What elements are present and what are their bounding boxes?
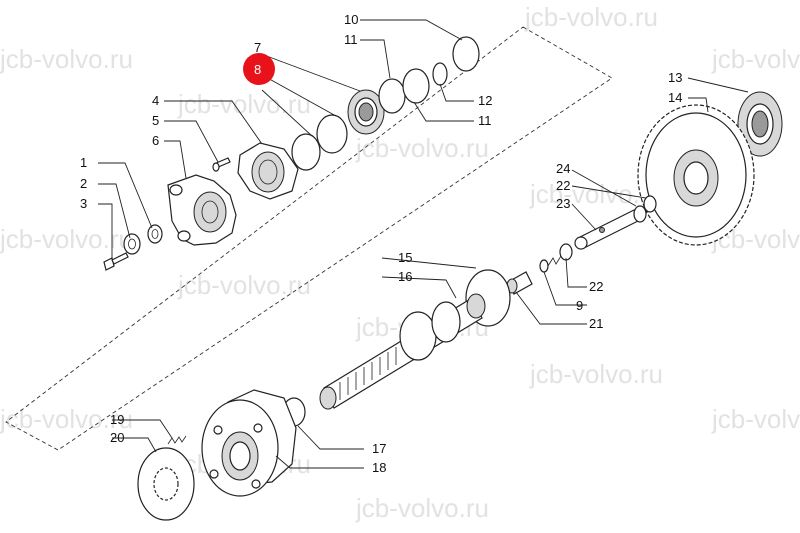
- watermark-text: jcb-volvo.ru: [355, 133, 489, 163]
- callout-14: 14: [668, 90, 682, 105]
- callout-19: 19: [110, 412, 124, 427]
- washer-part: [147, 224, 163, 244]
- seal-ring-part: [316, 114, 348, 154]
- callout-7: 7: [254, 40, 261, 55]
- highlight-marker: [243, 53, 275, 85]
- callout-21: 21: [589, 316, 603, 331]
- callout-1: 1: [80, 155, 87, 170]
- pin-part: [574, 209, 641, 250]
- gear-bearing-part: [737, 91, 783, 157]
- callout-24: 24: [556, 161, 570, 176]
- washer-hole: [151, 229, 159, 239]
- callout-11-top: 11: [344, 32, 358, 47]
- spline-plate-part: [137, 447, 195, 521]
- o-ring-small-part: [559, 243, 573, 261]
- shaft-part: [319, 293, 486, 410]
- callout-16: 16: [398, 269, 412, 284]
- callout-23: 23: [556, 196, 570, 211]
- assembly-boundary: [5, 26, 613, 451]
- yoke-flange-part: [167, 174, 237, 246]
- screw-part: [212, 157, 231, 172]
- snap-ring-part: [402, 68, 430, 104]
- callout-15: 15: [398, 250, 412, 265]
- callout-9: 9: [576, 298, 583, 313]
- retaining-ring-part: [452, 36, 480, 72]
- o-ring-small-part: [633, 205, 647, 223]
- watermark-text: jcb-volvo.ru: [0, 224, 133, 254]
- callout-3: 3: [80, 196, 87, 211]
- small-spring-part: [167, 435, 187, 445]
- callout-18: 18: [372, 460, 386, 475]
- callouts: 1 2 3 4 5 6 7 8 9 10 11 11 12 13 14 15 1…: [80, 12, 682, 475]
- watermarks: jcb-volvo.ru jcb-volvo.ru jcb-volvo.ru j…: [0, 2, 800, 523]
- watermark-text: jcb-volvo.ru: [529, 359, 663, 389]
- gear-part: [637, 104, 755, 246]
- bolt-part: [103, 252, 129, 271]
- o-ring-small-part: [643, 195, 657, 213]
- o-ring-part: [291, 133, 321, 171]
- callout-17: 17: [372, 441, 386, 456]
- leader-lines: [98, 19, 749, 469]
- watermark-text: jcb-volvo.ru: [524, 2, 658, 32]
- callout-10: 10: [344, 12, 358, 27]
- spring-part: [539, 255, 562, 273]
- watermark-text: jcb-volvo.ru: [711, 44, 800, 74]
- watermark-text: jcb-volvo.ru: [711, 404, 800, 434]
- callout-5: 5: [152, 113, 159, 128]
- watermark-text: jcb-volvo.ru: [0, 44, 133, 74]
- planetary-housing-part: [201, 389, 297, 497]
- plug-fitting-part: [506, 271, 533, 295]
- callout-4: 4: [152, 93, 159, 108]
- lock-washer-part: [123, 233, 141, 255]
- lock-washer-hole: [128, 238, 136, 250]
- callout-22-bottom: 22: [589, 279, 603, 294]
- callout-2: 2: [80, 176, 87, 191]
- circlip-part: [432, 62, 448, 86]
- watermark-text: jcb-volvo.ru: [177, 270, 311, 300]
- snap-ring-part: [378, 78, 406, 114]
- callout-22-top: 22: [556, 178, 570, 193]
- callout-6: 6: [152, 133, 159, 148]
- callout-12: 12: [478, 93, 492, 108]
- callout-11-bottom: 11: [478, 113, 492, 128]
- watermark-text: jcb-volvo.ru: [0, 404, 133, 434]
- flange-housing-part: [237, 142, 299, 200]
- callout-13: 13: [668, 70, 682, 85]
- callout-8: 8: [254, 62, 261, 77]
- watermark-text: jcb-volvo.ru: [177, 89, 311, 119]
- bearing-part: [347, 89, 385, 135]
- callout-20: 20: [110, 430, 124, 445]
- watermark-text: jcb-volvo.ru: [355, 493, 489, 523]
